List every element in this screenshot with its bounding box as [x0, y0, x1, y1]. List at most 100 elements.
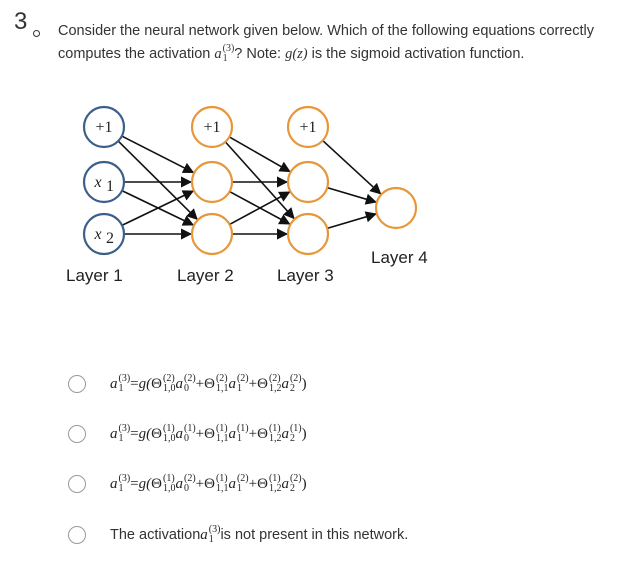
opt-a-a-2-scripts: (2)2 — [290, 374, 302, 394]
opt-b-a-1-scripts: (1)1 — [237, 424, 249, 444]
opt-c-a-1-scripts-sub: 1 — [236, 483, 242, 494]
edge-h32-o — [326, 211, 377, 230]
opt-c-theta-1-scripts: (1)1,1 — [216, 474, 229, 494]
opt-c-a-2-scripts-sup: (2) — [289, 473, 302, 484]
option-d-radio[interactable] — [68, 526, 86, 544]
opt-a-a-1-scripts: (2)1 — [237, 374, 249, 394]
opt-c-lhs-base: a — [110, 475, 118, 492]
opt-c-lhs-scripts: (3)1 — [119, 474, 131, 494]
opt-b-theta-0-scripts-sub: 1,0 — [162, 433, 176, 444]
prompt-text-before: Consider the neural network given below.… — [58, 23, 594, 62]
opt-b-theta-0: Θ — [151, 425, 162, 442]
opt-c-a-2-scripts: (2)2 — [290, 474, 302, 494]
opt-b-a-2: a — [281, 425, 289, 442]
opt-c-a-1-scripts: (2)1 — [237, 474, 249, 494]
node-b2 — [190, 105, 234, 149]
opt-b-theta-0-scripts-sup: (1) — [162, 423, 175, 434]
opt-a-theta-1: Θ — [204, 375, 215, 392]
network-edges — [117, 135, 382, 240]
option-d-text-before: The activation — [110, 527, 201, 543]
prompt-activation-sup: (3) — [222, 43, 235, 55]
opt-c-a-0: a — [175, 475, 183, 492]
opt-b-a-0: a — [175, 425, 183, 442]
opt-b-theta-1-scripts-sup: (1) — [215, 423, 228, 434]
opt-b-close: ) — [301, 425, 307, 442]
opt-c-a-0-scripts-sub: 0 — [183, 483, 189, 494]
edge-b1-h21 — [121, 135, 195, 174]
opt-a-theta-2-scripts-sub: 1,2 — [268, 383, 282, 394]
opt-c-a-2-scripts-sub: 2 — [289, 483, 295, 494]
opt-c-theta-2: Θ — [257, 475, 268, 492]
option-d-activation-sup: (3) — [208, 524, 221, 535]
layer-1-label: Layer 1 — [66, 266, 123, 285]
prompt-activation-sub: 1 — [222, 53, 228, 65]
opt-a-lhs-scripts-sub: 1 — [118, 383, 124, 394]
opt-a-a-1-scripts-sub: 1 — [236, 383, 242, 394]
option-b-radio[interactable] — [68, 425, 86, 443]
opt-c-theta-1: Θ — [204, 475, 215, 492]
option-d-activation-sub: 1 — [208, 534, 214, 545]
option-a-radio[interactable] — [68, 375, 86, 393]
opt-a-theta-0-scripts-sup: (2) — [162, 373, 175, 384]
opt-c-theta-0-scripts-sub: 1,0 — [162, 483, 176, 494]
option-d-activation-scripts: (3)1 — [209, 525, 221, 545]
opt-a-a-2-scripts-sup: (2) — [289, 373, 302, 384]
opt-a-theta-1-scripts-sub: 1,1 — [215, 383, 229, 394]
opt-b-a-2-scripts: (1)2 — [290, 424, 302, 444]
node-x1-label: x — [93, 174, 101, 191]
prompt-activation-base: a — [214, 46, 222, 62]
opt-a-theta-2: Θ — [257, 375, 268, 392]
node-x1 — [82, 160, 126, 204]
option-c-radio[interactable] — [68, 475, 86, 493]
opt-b-plus-2: + — [248, 425, 258, 442]
opt-b-theta-2-scripts-sub: 1,2 — [268, 433, 282, 444]
opt-b-theta-1: Θ — [204, 425, 215, 442]
prompt-note-tail: is the sigmoid activation function. — [307, 46, 525, 62]
opt-a-equals: = — [130, 375, 139, 392]
opt-a-theta-0: Θ — [151, 375, 162, 392]
opt-c-close: ) — [301, 475, 307, 492]
opt-a-theta-2-scripts: (2)1,2 — [269, 374, 282, 394]
edge-h31-o — [326, 186, 377, 205]
opt-a-a-2: a — [281, 375, 289, 392]
node-b3-bias-label: +1 — [299, 119, 316, 136]
opt-b-a-1: a — [228, 425, 236, 442]
node-h21 — [190, 160, 234, 204]
option-d-activation-base: a — [200, 526, 208, 543]
edge-b2-h31 — [228, 136, 291, 173]
opt-b-lhs-base: a — [110, 425, 118, 442]
node-x2 — [82, 212, 126, 256]
opt-c-plus-1: + — [195, 475, 205, 492]
opt-c-lhs-scripts-sub: 1 — [118, 483, 124, 494]
opt-a-a-0-scripts: (2)0 — [184, 374, 196, 394]
edge-b3-o — [322, 139, 382, 195]
layer-3-label: Layer 3 — [277, 266, 334, 285]
opt-c-lhs-scripts-sup: (3) — [118, 473, 131, 484]
option-d-content: The activation a(3)1 is not present in t… — [110, 525, 408, 545]
option-d[interactable]: The activation a(3)1 is not present in t… — [68, 522, 608, 548]
opt-b-g-open: g( — [138, 425, 152, 442]
opt-a-a-0-scripts-sup: (2) — [183, 373, 196, 384]
opt-b-a-1-scripts-sup: (1) — [236, 423, 249, 434]
opt-b-lhs-scripts-sub: 1 — [118, 433, 124, 444]
prompt-text-after: ? Note: — [234, 46, 286, 62]
opt-c-theta-2-scripts-sub: 1,2 — [268, 483, 282, 494]
opt-a-theta-0-scripts-sub: 1,0 — [162, 383, 176, 394]
opt-c-theta-2-scripts-sup: (1) — [268, 473, 281, 484]
opt-b-theta-0-scripts: (1)1,0 — [163, 424, 176, 444]
opt-a-g-open: g( — [138, 375, 152, 392]
node-o — [374, 186, 418, 230]
node-b2-bias-label: +1 — [203, 119, 220, 136]
option-d-text-after: is not present in this network. — [220, 527, 409, 543]
edge-h22-h31 — [229, 191, 291, 226]
opt-c-theta-0-scripts: (1)1,0 — [163, 474, 176, 494]
opt-b-a-0-scripts: (1)0 — [184, 424, 196, 444]
